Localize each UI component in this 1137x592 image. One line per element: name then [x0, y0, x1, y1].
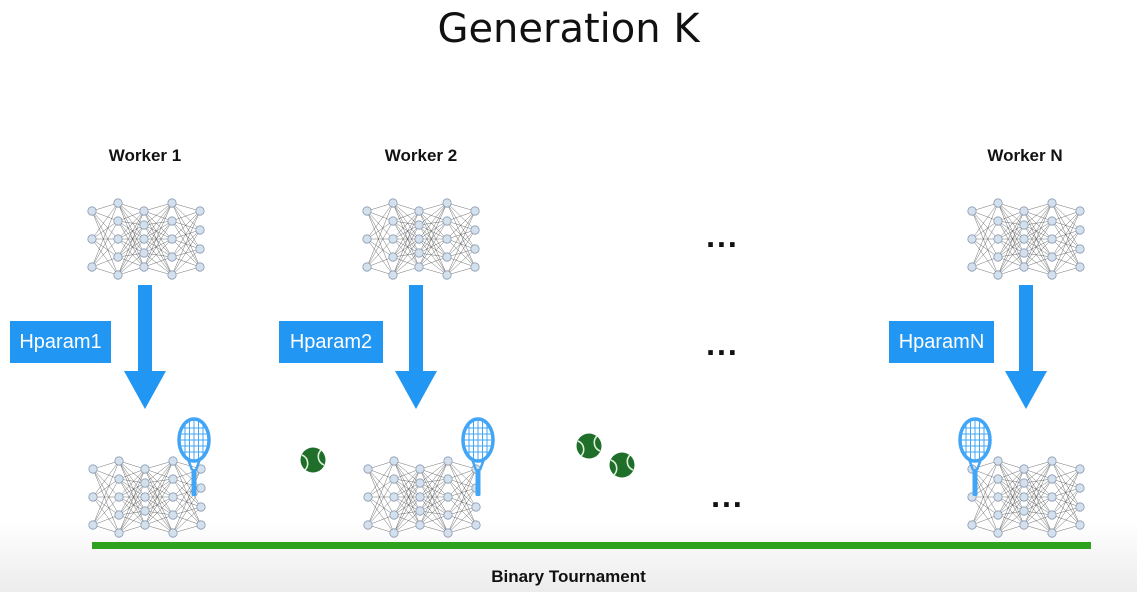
worker-1-trained-network-icon [88, 456, 206, 538]
worker-n-tennis-racket-icon [958, 417, 992, 498]
hparam2-box: Hparam2 [279, 321, 383, 363]
tournament-baseline [92, 542, 1091, 549]
tennis-ball-icon [299, 446, 327, 474]
worker-n-down-arrow-icon [1005, 285, 1047, 409]
tournament-label: Binary Tournament [491, 567, 646, 586]
worker-2-label: Worker 2 [384, 146, 458, 165]
hparamn-box: HparamN [889, 321, 994, 363]
ellipsis-top: ... [705, 224, 739, 254]
worker-n-label: Worker N [987, 146, 1063, 165]
hparam1-box: Hparam1 [10, 321, 111, 363]
diagram-title: Generation K [437, 6, 700, 52]
ellipsis-bottom: ... [710, 484, 744, 514]
tennis-ball-icon [608, 451, 636, 479]
worker-2-trained-network-icon [363, 456, 481, 538]
worker-2-down-arrow-icon [395, 285, 437, 409]
worker-1-down-arrow-icon [124, 285, 166, 409]
worker-2-network-icon [362, 198, 480, 280]
worker-1-label: Worker 1 [108, 146, 182, 165]
worker-n-trained-network-icon [967, 456, 1085, 538]
worker-2-tennis-racket-icon [461, 417, 495, 498]
worker-n-network-icon [967, 198, 1085, 280]
worker-1-network-icon [87, 198, 205, 280]
ellipsis-middle: ... [705, 332, 739, 362]
tennis-ball-icon [575, 432, 603, 460]
